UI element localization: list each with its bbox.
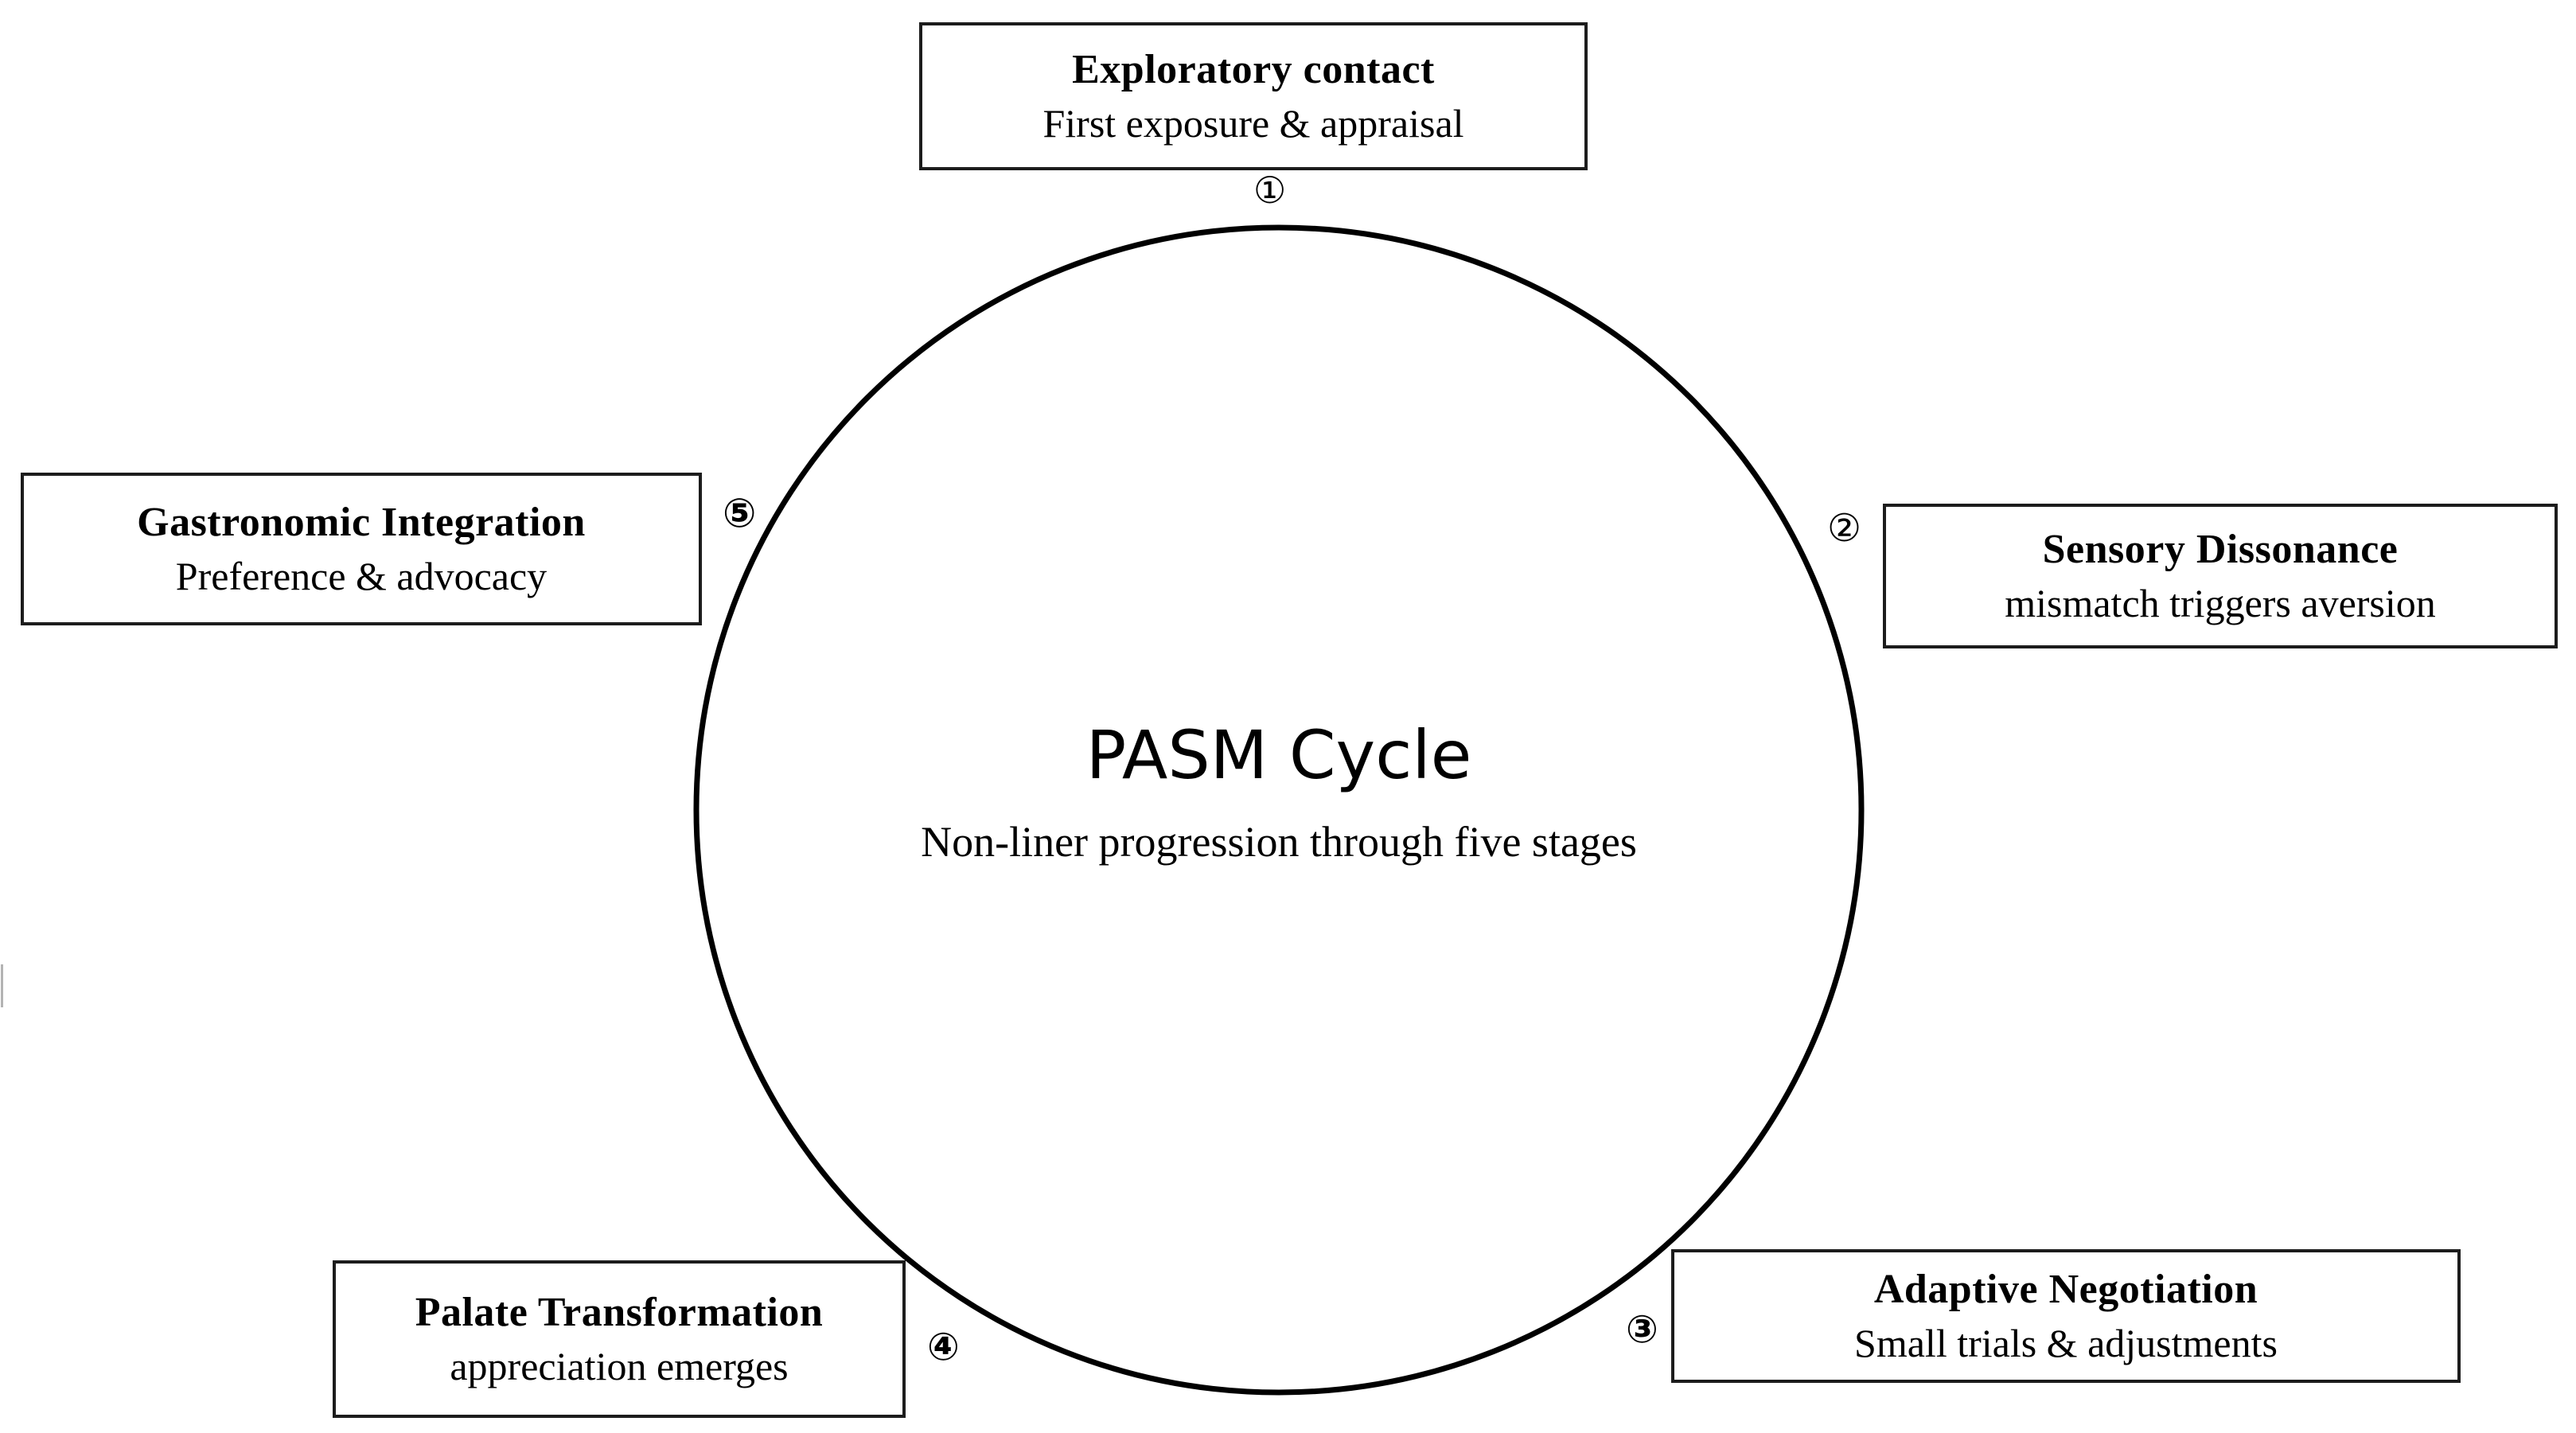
stage-4-subtitle: appreciation emerges xyxy=(450,1344,789,1389)
margin-tick-mark xyxy=(1,964,3,1007)
stage-4-title: Palate Transformation xyxy=(415,1289,824,1335)
stage-2-title: Sensory Dissonance xyxy=(2042,526,2399,572)
step-number-3-icon: ③ xyxy=(1626,1307,1658,1352)
stage-5-subtitle: Preference & advocacy xyxy=(175,554,548,599)
stage-box-palate-transformation[interactable]: Palate Transformation appreciation emerg… xyxy=(333,1260,906,1418)
stage-3-subtitle: Small trials & adjustments xyxy=(1854,1321,2278,1366)
stage-2-subtitle: mismatch triggers aversion xyxy=(2005,581,2436,626)
stage-box-adaptive-negotiation[interactable]: Adaptive Negotiation Small trials & adju… xyxy=(1671,1249,2461,1383)
step-number-2-icon: ② xyxy=(1827,506,1862,551)
step-number-5-icon: ⑤ xyxy=(723,490,757,536)
step-number-1-icon: ① xyxy=(1253,169,1287,212)
step-number-4-icon: ④ xyxy=(927,1325,960,1369)
stage-5-title: Gastronomic Integration xyxy=(137,499,586,545)
stage-box-exploratory-contact[interactable]: Exploratory contact First exposure & app… xyxy=(919,22,1588,170)
cycle-subtitle: Non-liner progression through five stage… xyxy=(921,818,1637,866)
stage-3-title: Adaptive Negotiation xyxy=(1873,1266,2258,1312)
stage-box-gastronomic-integration[interactable]: Gastronomic Integration Preference & adv… xyxy=(21,473,702,625)
cycle-center-caption: PASM Cycle Non-liner progression through… xyxy=(801,720,1756,866)
stage-1-title: Exploratory contact xyxy=(1072,46,1435,92)
cycle-title: PASM Cycle xyxy=(1085,716,1472,794)
stage-1-subtitle: First exposure & appraisal xyxy=(1042,101,1464,146)
stage-box-sensory-dissonance[interactable]: Sensory Dissonance mismatch triggers ave… xyxy=(1883,504,2558,648)
